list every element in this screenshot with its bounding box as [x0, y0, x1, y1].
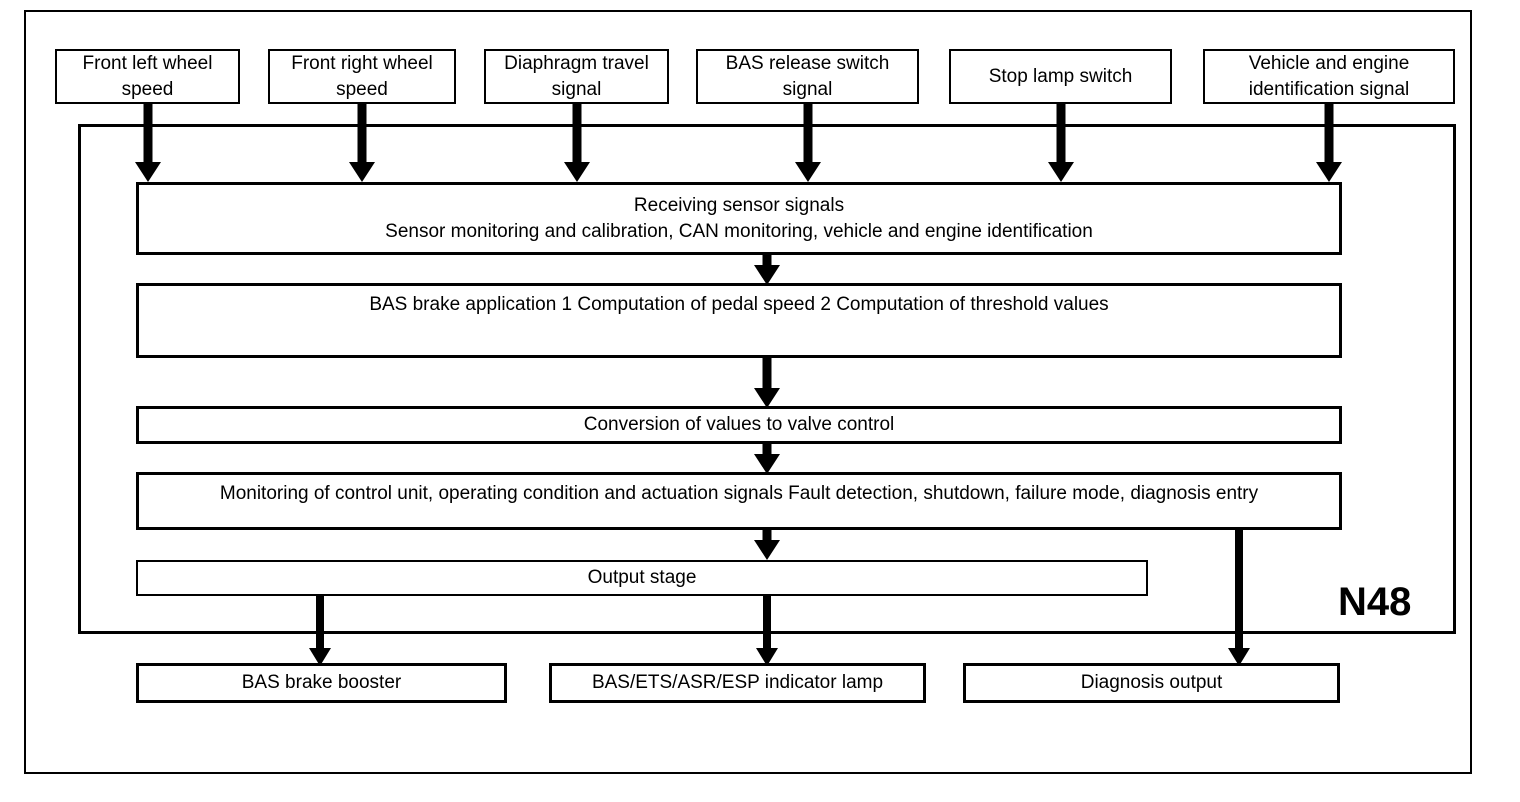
input-label: Diaphragm travel signal	[486, 51, 667, 101]
arrow-stage1-to-stage2-icon	[753, 255, 781, 285]
arrow-input-2-icon	[348, 104, 376, 182]
input-label-line2: identification signal	[1248, 78, 1410, 100]
input-label: Vehicle and engine identification signal	[1205, 51, 1453, 101]
input-label: BAS release switch signal	[698, 51, 917, 101]
stage-box-conversion-of-values-to-valve-control[interactable]: Conversion of values to valve control	[136, 406, 1342, 444]
stage-label: Receiving sensor signals Sensor monitori…	[139, 193, 1339, 243]
stage-label: Conversion of values to valve control	[139, 412, 1339, 437]
input-box-front-left-wheel-speed[interactable]: Front left wheel speed	[55, 49, 240, 104]
arrow-input-3-icon	[563, 104, 591, 182]
input-label: Front right wheel speed	[270, 51, 454, 101]
stage-box-bas-brake-application[interactable]	[136, 283, 1342, 358]
output-box-bas-ets-asr-esp-indicator-lamp[interactable]: BAS/ETS/ASR/ESP indicator lamp	[549, 663, 926, 703]
stage-label-line2: 1 Computation of pedal speed	[561, 294, 816, 315]
arrow-stage2-to-stage3-icon	[753, 358, 781, 408]
arrow-input-1-icon	[134, 104, 162, 182]
stage-label-line1: Monitoring of control unit, operating co…	[219, 483, 783, 504]
arrow-input-5-icon	[1047, 104, 1075, 182]
stage-box-receiving-sensor-signals[interactable]: Receiving sensor signals Sensor monitori…	[136, 182, 1342, 255]
output-label-text: BAS brake booster	[241, 672, 402, 694]
input-label: Stop lamp switch	[951, 64, 1170, 89]
arrow-output-stage-to-indicator-lamp-icon	[755, 596, 779, 666]
input-label-line1: Stop lamp switch	[988, 65, 1133, 87]
input-box-diaphragm-travel-signal[interactable]: Diaphragm travel signal	[484, 49, 669, 104]
input-box-bas-release-switch-signal[interactable]: BAS release switch signal	[696, 49, 919, 104]
input-label-line1: Front right wheel	[291, 53, 433, 75]
arrow-input-6-icon	[1315, 104, 1343, 182]
output-label-text: BAS/ETS/ASR/ESP indicator lamp	[591, 672, 884, 694]
input-box-stop-lamp-switch[interactable]: Stop lamp switch	[949, 49, 1172, 104]
stage-label-line1: Receiving sensor signals	[633, 195, 845, 217]
arrow-input-4-icon	[794, 104, 822, 182]
page-border	[24, 10, 1472, 774]
stage-label-line2: Sensor monitoring and calibration, CAN m…	[385, 220, 1093, 242]
input-label-line1: Vehicle and engine	[1248, 53, 1410, 75]
input-label-line1: Front left wheel	[82, 53, 213, 75]
output-label: BAS/ETS/ASR/ESP indicator lamp	[552, 670, 923, 695]
stage-label-line1: Output stage	[587, 567, 697, 589]
input-label-line2: signal	[551, 78, 602, 100]
stage-label-line1: Conversion of values to valve control	[583, 414, 895, 436]
input-label-line2: speed	[336, 78, 388, 100]
output-label: Diagnosis output	[966, 670, 1337, 695]
arrow-output-stage-to-bas-brake-booster-icon	[308, 596, 332, 666]
output-label-text: Diagnosis output	[1080, 672, 1223, 694]
input-label-line1: Diaphragm travel	[504, 53, 649, 75]
stage-box-monitoring-of-control-unit[interactable]	[136, 472, 1342, 530]
stage-label-bas-brake-application: BAS brake application 1 Computation of p…	[136, 292, 1342, 317]
input-label-line2: signal	[782, 78, 833, 100]
input-box-vehicle-and-engine-identification-signal[interactable]: Vehicle and engine identification signal	[1203, 49, 1455, 104]
arrow-monitoring-to-diagnosis-output-icon	[1227, 530, 1251, 666]
input-label-line1: BAS release switch	[725, 53, 890, 75]
stage-label-monitoring-of-control-unit: Monitoring of control unit, operating co…	[136, 481, 1342, 506]
stage-label-line1: BAS brake application	[369, 294, 557, 315]
stage-label-line3: 2 Computation of threshold values	[820, 294, 1109, 315]
input-label-line2: speed	[121, 78, 174, 100]
stage-label: Output stage	[138, 565, 1146, 590]
input-label: Front left wheel speed	[57, 51, 238, 101]
input-box-front-right-wheel-speed[interactable]: Front right wheel speed	[268, 49, 456, 104]
stage-box-output-stage[interactable]: Output stage	[136, 560, 1148, 596]
arrow-stage4-to-output-stage-icon	[753, 530, 781, 560]
output-label: BAS brake booster	[139, 670, 504, 695]
arrow-stage3-to-stage4-icon	[753, 444, 781, 474]
output-box-diagnosis-output[interactable]: Diagnosis output	[963, 663, 1340, 703]
output-box-bas-brake-booster[interactable]: BAS brake booster	[136, 663, 507, 703]
control-unit-label-n48: N48	[1338, 580, 1412, 624]
stage-label-line2: Fault detection, shutdown, failure mode,…	[788, 483, 1259, 504]
